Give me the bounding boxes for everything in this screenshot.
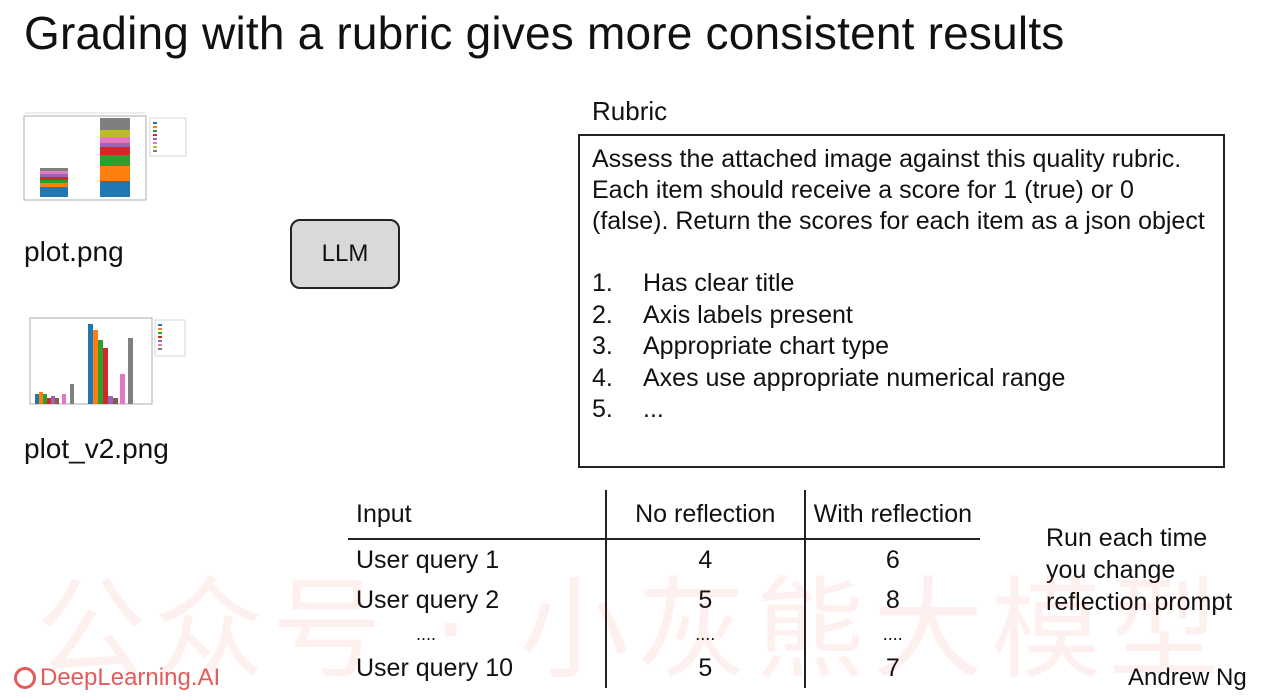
rubric-item: 5. ... [592,394,1211,426]
rubric-list: 1. Has clear title 2. Axis labels presen… [592,268,1211,426]
plot-filename: plot.png [24,236,124,267]
rubric-item: 2. Axis labels present [592,300,1211,332]
cell-with-reflection: .... [882,623,903,644]
column-header-input: Input [348,490,607,539]
cell-with-reflection: 6 [885,545,900,574]
plot-v2-thumbnail [18,312,190,412]
cell-no-reflection: 5 [605,580,806,620]
table-row: User query 10 5 7 [348,648,980,688]
rubric-item: 4. Axes use appropriate numerical range [592,363,1211,395]
side-note-line: Run each time [1046,524,1208,552]
rubric-item-text: ... [643,395,664,424]
rubric-title: Rubric [592,96,668,126]
rubric-box: Assess the attached image against this q… [578,134,1225,468]
rubric-item-text: Appropriate chart type [643,332,889,361]
cell-input: .... [348,620,607,648]
column-header-no-reflection: No reflection [605,490,806,539]
rubric-item-number: 1. [592,269,613,298]
table-row: User query 1 4 6 [348,539,980,580]
table-row: .... .... .... [348,620,980,648]
rubric-item-number: 4. [592,363,613,392]
column-header-with-reflection: With reflection [813,499,972,528]
speaker-name: Andrew Ng [1128,664,1247,691]
cell-with-reflection: 8 [885,585,900,614]
rubric-item-text: Axis labels present [643,300,853,329]
plot-thumbnail [18,110,190,210]
llm-box: LLM [290,219,400,289]
side-note: Run each time you change reflection prom… [1046,522,1232,618]
brand-logo-group: DeepLearning.AI [14,664,220,692]
rubric-item: 3. Appropriate chart type [592,331,1211,363]
rubric-item: 1. Has clear title [592,268,1211,300]
grouped-bar-chart-image [18,312,190,412]
cell-input: User query 2 [348,580,607,620]
cell-no-reflection: .... [605,620,806,648]
plot-v2-filename: plot_v2.png [24,433,169,464]
rubric-instruction: Assess the attached image against this q… [592,145,1205,235]
slide-title: Grading with a rubric gives more consist… [24,7,1065,59]
rubric-item-number: 5. [592,395,613,424]
rubric-item-number: 3. [592,332,613,361]
brand-name: DeepLearning.AI [40,664,221,691]
rubric-item-number: 2. [592,300,613,329]
llm-label: LLM [321,240,369,267]
stacked-bar-chart-image [18,110,190,210]
table-header-row: Input No reflection With reflection [348,490,980,539]
rubric-item-text: Axes use appropriate numerical range [643,363,1066,392]
results-table: Input No reflection With reflection User… [348,490,980,688]
rubric-item-text: Has clear title [643,269,795,298]
table-row: User query 2 5 8 [348,580,980,620]
cell-input: User query 1 [348,539,607,580]
cell-no-reflection: 4 [605,539,806,580]
cell-input: User query 10 [348,648,607,688]
side-note-line: you change [1046,556,1176,584]
cell-with-reflection: 7 [885,653,900,682]
side-note-line: reflection prompt [1046,588,1233,616]
cell-no-reflection: 5 [605,648,806,688]
